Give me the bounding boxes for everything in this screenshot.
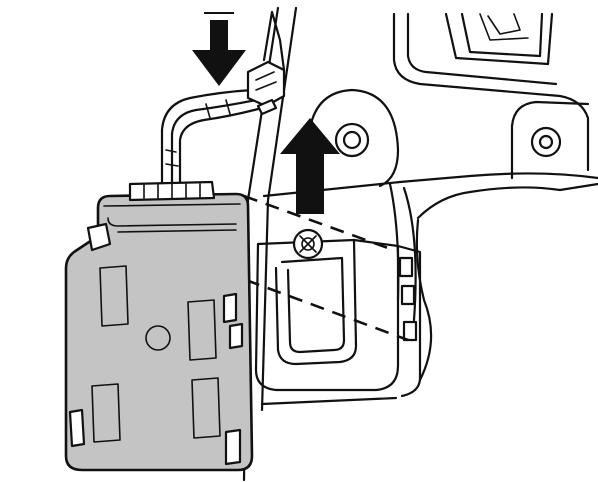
vehicle-body-panel bbox=[232, 6, 598, 482]
control-module bbox=[64, 180, 254, 472]
arrow-up-icon bbox=[280, 118, 340, 214]
alignment-guides bbox=[243, 194, 409, 342]
arrow-down-icon bbox=[192, 12, 246, 86]
wire-connector bbox=[246, 10, 286, 116]
screw-icon bbox=[292, 228, 324, 260]
wire-harness bbox=[160, 88, 264, 188]
